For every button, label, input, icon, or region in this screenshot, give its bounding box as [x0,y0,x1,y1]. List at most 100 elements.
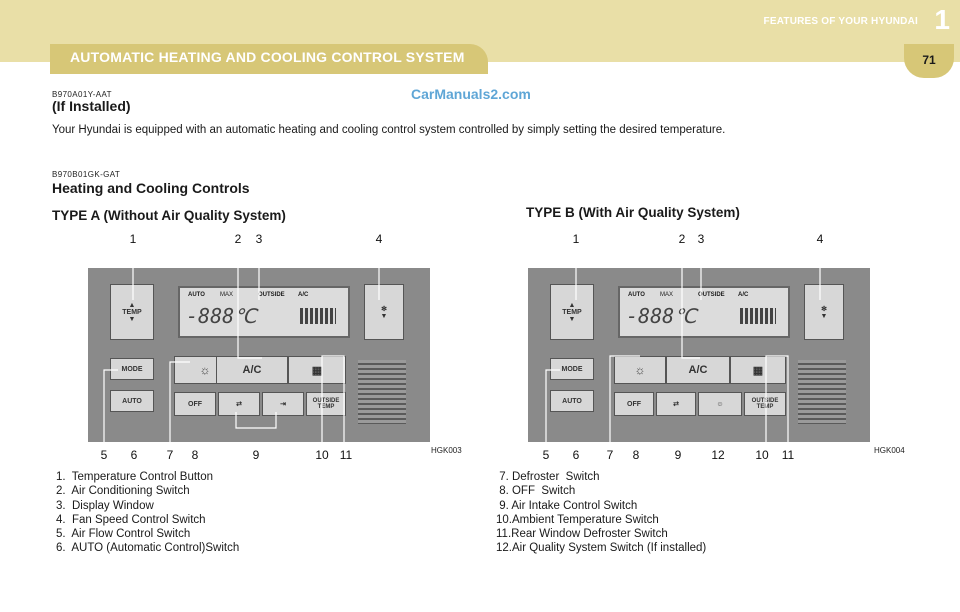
leader-b-7 [609,355,640,448]
outside-temp-button: OUTSIDE TEMP [306,392,346,416]
off-button: OFF [174,392,216,416]
legend-item: 2. Air Conditioning Switch [56,485,190,498]
mode-button: MODE [110,358,154,380]
legend-item: 9. Air Intake Control Switch [496,499,638,512]
fan-down-icon: ▼ [380,312,388,320]
display-ac: A/C [738,292,749,298]
fan-level-bars [300,308,336,324]
legend-right: 7. Defroster Switch 8. OFF Switch 9. Air… [496,470,706,556]
callout-b-4: 4 [816,232,824,246]
off-button: OFF [614,392,654,416]
callout-b-1: 1 [572,232,580,246]
legend-item: 4. Fan Speed Control Switch [56,513,206,526]
controls-code: B970B01GK-GAT [52,170,121,179]
legend-item: 5. Air Flow Control Switch [56,528,191,541]
callout-a-4: 4 [375,232,383,246]
legend-item: 10.Ambient Temperature Switch [496,513,659,526]
legend-left: 1. Temperature Control Button 2. Air Con… [56,470,239,556]
callout-a-10: 10 [315,448,329,462]
callout-a-2: 2 [234,232,242,246]
display-outside: OUTSIDE [698,292,725,298]
callout-b-7: 7 [606,448,614,462]
callout-a-11: 11 [339,448,353,462]
callout-b-6: 6 [572,448,580,462]
vent-grille [798,360,846,424]
fan-icon: ✻ [821,305,827,313]
fresh-air-icon: ⇥ [262,392,304,416]
auto-button: AUTO [110,390,154,412]
display-window: AUTO MAX OUTSIDE A/C -888℃ [178,286,350,338]
section-label: FEATURES OF YOUR HYUNDAI [763,16,918,27]
intro-code: B970A01Y-AAT [52,90,112,99]
display-readout: -888℃ [626,304,697,328]
legend-item: 7. Defroster Switch [496,471,600,483]
leader-b-5 [545,369,560,448]
controls-heading: Heating and Cooling Controls [52,180,250,196]
fan-level-bars [740,308,776,324]
figure-code-a: HGK003 [431,446,462,455]
down-arrow-icon: ▼ [568,315,576,323]
type-b-title: TYPE B (With Air Quality System) [526,205,740,220]
ac-button: A/C [216,356,288,384]
legend-item: 3. Display Window [56,499,154,512]
leader-a-5 [103,369,118,448]
legend-item: 12.Air Quality System Switch (If install… [496,542,707,555]
section-number: 1 [934,4,950,35]
type-a-title: TYPE A (Without Air Quality System) [52,208,286,223]
callout-a-6: 6 [130,448,138,462]
page-title: AUTOMATIC HEATING AND COOLING CONTROL SY… [70,49,465,65]
display-auto: AUTO [628,292,645,298]
callout-b-12: 12 [711,448,725,462]
mode-button: MODE [550,358,594,380]
air-quality-icon: ☺ [698,392,742,416]
callout-b-10: 10 [755,448,769,462]
callout-a-3: 3 [255,232,263,246]
fan-icon: ✻ [381,305,387,313]
intro-heading: (If Installed) [52,98,131,114]
callout-b-8: 8 [632,448,640,462]
legend-item: 1. Temperature Control Button [56,471,214,483]
watermark[interactable]: CarManuals2.com [411,86,531,102]
auto-button: AUTO [550,390,594,412]
recirculate-icon: ⇄ [218,392,260,416]
down-arrow-icon: ▼ [128,315,136,323]
temp-button: ▲ TEMP ▼ [550,284,594,340]
display-window: AUTO MAX OUTSIDE A/C -888℃ [618,286,790,338]
legend-item: 6. AUTO (Automatic Control)Switch [56,542,240,555]
ac-button: A/C [666,356,730,384]
intro-text: Your Hyundai is equipped with an automat… [52,124,726,136]
display-ac: A/C [298,292,309,298]
callout-a-8: 8 [191,448,199,462]
callout-b-3: 3 [697,232,705,246]
title-tab [50,44,488,74]
callout-b-5: 5 [542,448,550,462]
leader-a-9 [235,412,277,429]
up-arrow-icon: ▲ [568,301,576,309]
legend-item: 8. OFF Switch [496,485,576,498]
fan-down-icon: ▼ [820,312,828,320]
page-number-badge [904,44,954,78]
defroster-icon: ☼ [614,356,666,384]
callout-a-5: 5 [100,448,108,462]
up-arrow-icon: ▲ [128,301,136,309]
page-number: 71 [922,53,936,67]
recirculate-icon: ⇄ [656,392,696,416]
figure-code-b: HGK004 [874,446,905,455]
callout-b-9: 9 [674,448,682,462]
callout-a-1: 1 [129,232,137,246]
vent-grille [358,360,406,424]
display-outside: OUTSIDE [258,292,285,298]
rear-defrost-icon: ▦ [288,356,346,384]
type-b-panel: ▲ TEMP ▼ AUTO MAX OUTSIDE A/C -888℃ ✻ ▼ … [528,268,870,442]
leader-b-2 [681,244,700,359]
callout-a-9: 9 [252,448,260,462]
fan-button: ✻ ▼ [364,284,404,340]
leader-a-2 [237,244,262,359]
display-max: MAX [660,292,674,298]
temp-button: ▲ TEMP ▼ [110,284,154,340]
display-auto: AUTO [188,292,205,298]
display-max: MAX [220,292,234,298]
rear-defrost-icon: ▦ [730,356,786,384]
temp-label: TEMP [122,308,142,316]
